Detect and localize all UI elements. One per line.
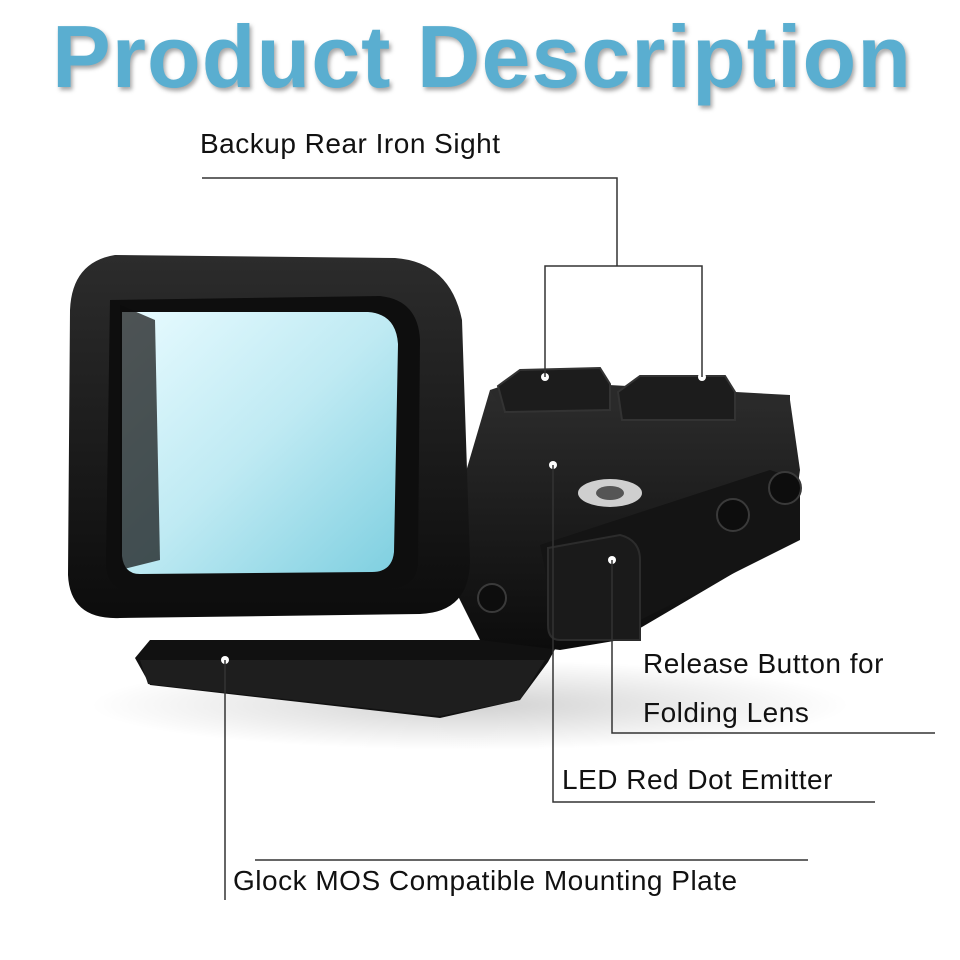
callout-release-button-line1: Release Button for	[643, 648, 884, 679]
leader-backup-sight-bracket	[544, 265, 703, 377]
leader-led-emitter	[552, 465, 875, 803]
mounting-plate	[135, 640, 560, 718]
rear-sight-block-left	[496, 366, 611, 414]
callout-release-button-line2: Folding Lens	[643, 697, 810, 728]
side-screw-2	[768, 471, 802, 505]
leader-release-button	[611, 560, 935, 734]
callout-mounting-plate: Glock MOS Compatible Mounting Plate	[233, 865, 738, 896]
hinge-pin	[477, 583, 507, 613]
lens-glass	[122, 312, 398, 574]
leader-lines	[202, 177, 935, 900]
release-button	[547, 533, 641, 641]
rear-sight-block-right	[616, 375, 736, 421]
page-title: Product Description	[52, 7, 912, 106]
lens-frame	[68, 255, 470, 619]
side-screw-1	[716, 498, 750, 532]
leader-backup-sight	[202, 177, 618, 266]
callout-led-red-dot-emitter: LED Red Dot Emitter	[562, 764, 833, 795]
sight-body	[440, 366, 802, 650]
callout-backup-rear-iron-sight: Backup Rear Iron Sight	[200, 128, 501, 159]
